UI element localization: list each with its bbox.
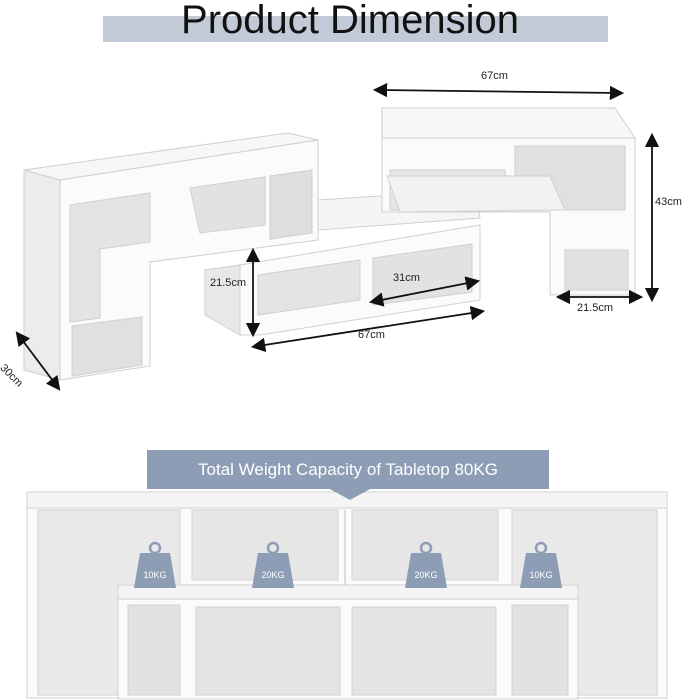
- top-width-label: 67cm: [481, 70, 508, 82]
- banner-pointer: [328, 488, 372, 500]
- capacity-banner: [147, 450, 549, 489]
- weight-icon: [520, 541, 562, 588]
- dimension-arrows: [15, 82, 660, 391]
- side-depth-label: 21.5cm: [577, 302, 614, 314]
- title-band: [103, 16, 608, 42]
- compartment-width-label: 31cm: [393, 272, 420, 284]
- capacity-banner-text: Total Weight Capacity of Tabletop 80KG: [198, 460, 498, 479]
- right-shelf-unit: [381, 107, 636, 296]
- weight-label: 10KG: [529, 570, 553, 580]
- front-view-shelf: [26, 491, 668, 700]
- weight-label: 20KG: [261, 570, 285, 580]
- weight-icon: [252, 541, 294, 588]
- bottom-width-label: 67cm: [358, 329, 385, 341]
- weight-label: 20KG: [414, 570, 438, 580]
- shelf-height-label: 21.5cm: [210, 277, 247, 289]
- weight-icon: [134, 541, 176, 588]
- weight-label: 10KG: [143, 570, 167, 580]
- weight-icon: [405, 541, 447, 588]
- weight-icons: [134, 541, 562, 588]
- page-title: Product Dimension: [181, 0, 519, 42]
- height-label: 43cm: [655, 196, 682, 208]
